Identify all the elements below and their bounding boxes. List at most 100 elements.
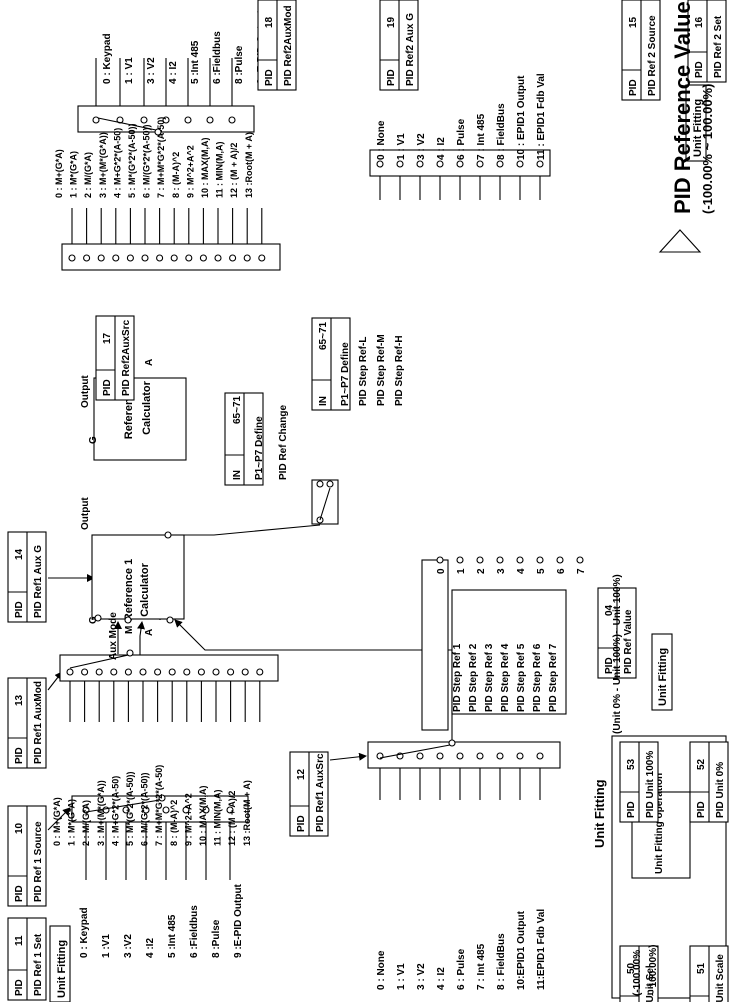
terminal-circle — [227, 668, 235, 676]
param-group: PID — [386, 69, 397, 86]
param-name: PID Ref 1 Source — [33, 821, 44, 902]
unit-fitting-label: Unit Fitting — [56, 940, 68, 998]
define-step-row: PID Step Ref-H — [394, 335, 405, 406]
auxsrc2-option: 10 : EPID1 Output — [516, 75, 527, 160]
unit-fitting-range-left-1: (-100.00% — [632, 950, 643, 996]
param-group: PID — [604, 657, 615, 674]
ref-change-switch — [319, 487, 331, 521]
diagram-title: PID Reference Value — [670, 1, 695, 214]
ref-change-switch-plate — [311, 479, 339, 525]
auxsrc1-option: 11:EPID1 Fdb Val — [536, 909, 547, 990]
source1-option: 8 :Pulse — [211, 919, 222, 958]
param-number: 51 — [696, 962, 707, 974]
auxsrc1-option: 7 : Int 485 — [476, 943, 487, 990]
auxsrc1-option: 10:EPID1 Output — [516, 910, 527, 990]
calc1-g-label: G — [88, 616, 99, 624]
param-name: PID Ref2AuxSrc — [121, 319, 132, 396]
auxmod2-option: 8 : (M-A)^2 — [171, 152, 181, 198]
param-group: PID — [14, 979, 25, 996]
define-sel-group: IN — [232, 470, 243, 480]
terminal-circle — [496, 556, 504, 564]
terminal-circle — [170, 254, 178, 262]
terminal-circle — [202, 806, 210, 814]
calc2-g-label: G — [88, 436, 99, 444]
step-number: 5 — [536, 568, 547, 574]
calc1-subtitle: Calculator — [139, 562, 151, 617]
auxsrc1-option: 1 : V1 — [396, 963, 407, 990]
terminal-circle — [81, 668, 89, 676]
param-number: 50 — [626, 962, 637, 974]
terminal-circle — [183, 668, 191, 676]
auxmod1-option: 1 : M*(G*A) — [67, 799, 77, 846]
param-group: PID — [14, 747, 25, 764]
unit-fitting-title: Unit Fitting — [592, 779, 607, 848]
terminal-circle — [436, 556, 444, 564]
source2-option: 1 : V1 — [124, 57, 135, 84]
auxmod2-option: 13 :Root(M + A) — [244, 132, 254, 198]
define-sel-number: 65~71 — [232, 395, 243, 424]
auxmod2-option: 1 : M*(G*A) — [69, 151, 79, 198]
unit-fitting-range-left-2: ~ 100.00%) — [648, 945, 659, 996]
terminal-circle — [162, 116, 170, 124]
auxsrc2-option: 11 : EPID1 Fdb Val — [536, 73, 547, 160]
terminal-circle — [476, 556, 484, 564]
step-ref-label: PID Step Ref 7 — [548, 643, 559, 712]
step-number: 3 — [496, 568, 507, 574]
auxmod1-option: 3 : M+(M*(G*A)) — [96, 780, 106, 846]
define-step-group: IN — [318, 396, 329, 406]
step-number: 4 — [516, 568, 527, 574]
terminal-circle — [476, 160, 484, 168]
calc2-a-label: A — [144, 359, 155, 366]
param-number: 12 — [296, 768, 307, 780]
param-group: PID — [626, 801, 637, 818]
terminal-circle — [212, 668, 220, 676]
auxsrc1-option: 4 : I2 — [436, 967, 447, 990]
step-ref-label: PID Step Ref 1 — [452, 643, 463, 712]
terminal-circle — [456, 556, 464, 564]
terminal-circle — [396, 160, 404, 168]
terminal-circle — [214, 254, 222, 262]
calc1-a-label: A — [144, 629, 155, 636]
param-number: 15 — [628, 16, 639, 28]
auxmod2-option: 5 : M*(G*2*(A-50)) — [127, 123, 137, 198]
unit-fitting-box-3 — [651, 633, 673, 711]
unit-fitting-op-label: Unit Fitting operation — [654, 773, 665, 874]
param-name: PID Ref2 Aux G — [405, 13, 416, 86]
terminal-circle — [516, 752, 524, 760]
step-number: 1 — [456, 568, 467, 574]
auxmod2-option: 7 : M+M*G*2*(A-50) — [156, 117, 166, 198]
param-number: 11 — [14, 935, 25, 946]
param-number: 17 — [102, 332, 113, 344]
source2-option: 3 : V2 — [146, 57, 157, 84]
unit-fitting-label-3: Unit Fitting — [657, 648, 669, 706]
step-number: 0 — [436, 568, 447, 574]
param-group: PID — [14, 885, 25, 902]
terminal-circle — [416, 160, 424, 168]
terminal-circle — [258, 254, 266, 262]
source2-option: 6 :Fieldbus — [212, 31, 223, 84]
auxsrc2-option: 8 : FieldBus — [496, 103, 507, 160]
terminal-circle — [122, 806, 130, 814]
source1-option: 5 :Int 485 — [167, 914, 178, 958]
unit-fitting-range-top: (Unit 0% - Unit 100%)~ Unit 100%) — [612, 574, 623, 734]
define-step-row: PID Step Ref-M — [376, 334, 387, 406]
step-ref-label: PID Step Ref 5 — [516, 643, 527, 712]
terminal-circle — [448, 739, 456, 747]
param-number: 19 — [386, 16, 397, 28]
terminal-circle — [316, 480, 324, 488]
param-number: 16 — [694, 16, 705, 28]
param-name: PID Ref 2 Source — [647, 15, 658, 96]
terminal-circle — [154, 128, 162, 136]
ref1-auxmod-plate — [59, 654, 279, 682]
terminal-circle — [199, 254, 207, 262]
terminal-circle — [162, 806, 170, 814]
auxmod1-option: 5 : M*(G*2*(A-50)) — [125, 771, 135, 846]
calc2-subtitle: Calculator — [141, 380, 153, 435]
param-group: PID — [628, 79, 639, 96]
step-ref-label: PID Step Ref 6 — [532, 643, 543, 712]
auxmod1-option: 7 : M+M*G*2*(A-50) — [154, 765, 164, 846]
param-number: 04 — [604, 604, 615, 616]
auxmod2-option: 2 : M/(G*A) — [83, 152, 93, 198]
terminal-circle — [456, 752, 464, 760]
